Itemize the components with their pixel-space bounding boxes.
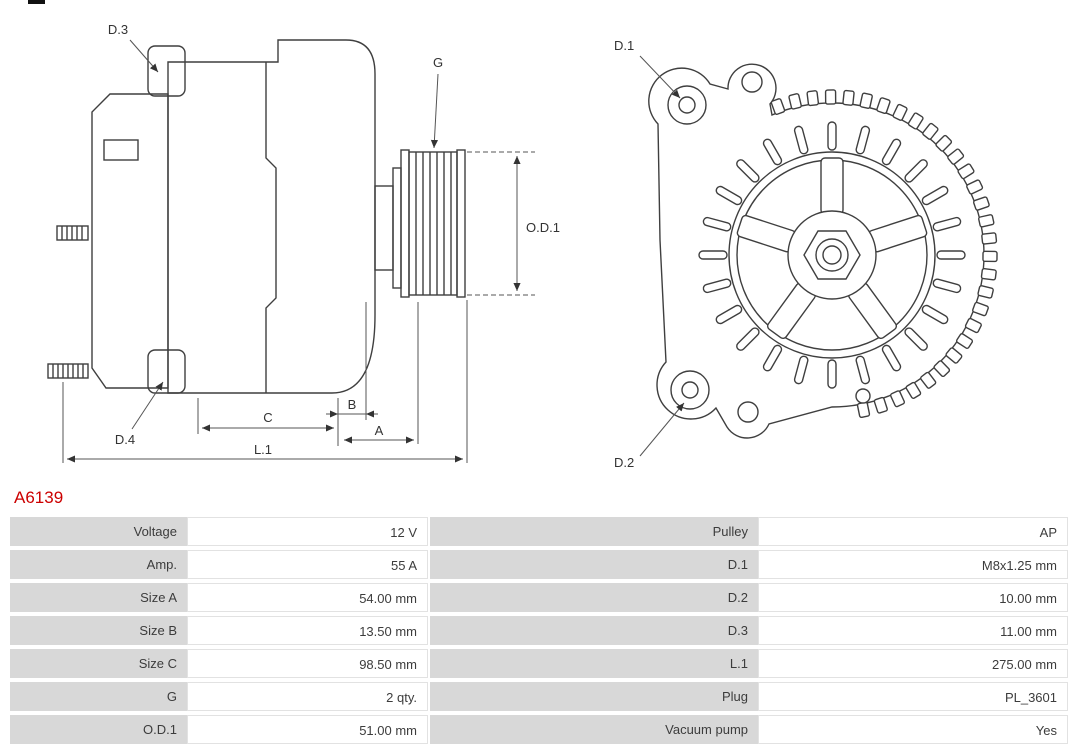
spec-label: Size A [10,583,187,612]
spec-value: 55 A [187,550,428,579]
spec-value: 54.00 mm [187,583,428,612]
front-housing [167,39,376,394]
rear-housing-detail [103,139,139,161]
rear-housing [91,93,169,389]
spec-value: AP [758,517,1068,546]
alternator-side-body [47,39,466,394]
spec-row: Voltage 12 V Pulley AP [10,517,1070,546]
shaft [374,185,394,271]
pulley-front [728,151,936,359]
pulley-right-flange [456,149,466,298]
spec-label: Voltage [10,517,187,546]
alternator-front-body [648,63,998,439]
dim-label-b: B [348,397,357,412]
side-labels: D.3 D.4 G O.D.1 C B A L.1 [108,22,560,457]
spec-value: 2 qty. [187,682,428,711]
spec-value: 11.00 mm [758,616,1068,645]
spec-row: O.D.1 51.00 mm Vacuum pump Yes [10,715,1070,744]
dim-label-g: G [433,55,443,70]
casting-seam [265,62,277,393]
top-lobe-hole [741,71,763,93]
spec-table: Voltage 12 V Pulley AP Amp. 55 A D.1 M8x… [10,517,1070,748]
spec-value: 51.00 mm [187,715,428,744]
pulley-left-flange [400,149,410,298]
spec-row: Size A 54.00 mm D.2 10.00 mm [10,583,1070,612]
side-dimensions [62,39,535,463]
part-number: A6139 [14,488,64,507]
spec-label: Size B [10,616,187,645]
dim-label-l1: L.1 [254,442,272,457]
dim-label-d3: D.3 [108,22,128,37]
spec-row: Size C 98.50 mm L.1 275.00 mm [10,649,1070,678]
dim-label-od1: O.D.1 [526,220,560,235]
shaft-flange [392,167,402,289]
dim-label-d2: D.2 [614,455,634,470]
spec-label: O.D.1 [10,715,187,744]
spec-value: 10.00 mm [758,583,1068,612]
spec-label: Vacuum pump [430,715,758,744]
bottom-mounting-lug [147,349,186,394]
spec-label: Pulley [430,517,758,546]
dim-label-d1: D.1 [614,38,634,53]
front-view-drawing: D.1 D.2 [614,38,998,470]
spec-row: Size B 13.50 mm D.3 11.00 mm [10,616,1070,645]
spec-row: G 2 qty. Plug PL_3601 [10,682,1070,711]
spec-value: 275.00 mm [758,649,1068,678]
spec-label: G [10,682,187,711]
dim-label-c: C [263,410,272,425]
bottom-lobe-hole [737,401,759,423]
spec-label: D.1 [430,550,758,579]
spec-value: 12 V [187,517,428,546]
dim-label-a: A [375,423,384,438]
top-mounting-lug [147,45,186,97]
spec-label: Size C [10,649,187,678]
spec-value: M8x1.25 mm [758,550,1068,579]
front-labels: D.1 D.2 [614,38,634,470]
shaft-end-inner [822,245,842,265]
mount-hole-d2-inner [681,381,699,399]
side-view-drawing: D.3 D.4 G O.D.1 C B A L.1 [47,22,560,463]
spec-label: D.2 [430,583,758,612]
spec-value: PL_3601 [758,682,1068,711]
dim-label-d4: D.4 [115,432,135,447]
spec-value: 13.50 mm [187,616,428,645]
spec-label: Amp. [10,550,187,579]
spec-label: D.3 [430,616,758,645]
bottom-tab-hole [855,388,871,404]
spec-value: 98.50 mm [187,649,428,678]
top-left-artifact [28,0,45,4]
spec-label: L.1 [430,649,758,678]
spec-row: Amp. 55 A D.1 M8x1.25 mm [10,550,1070,579]
spec-label: Plug [430,682,758,711]
front-leaders [639,55,685,457]
spec-value: Yes [758,715,1068,744]
mount-hole-d1-inner [678,96,696,114]
